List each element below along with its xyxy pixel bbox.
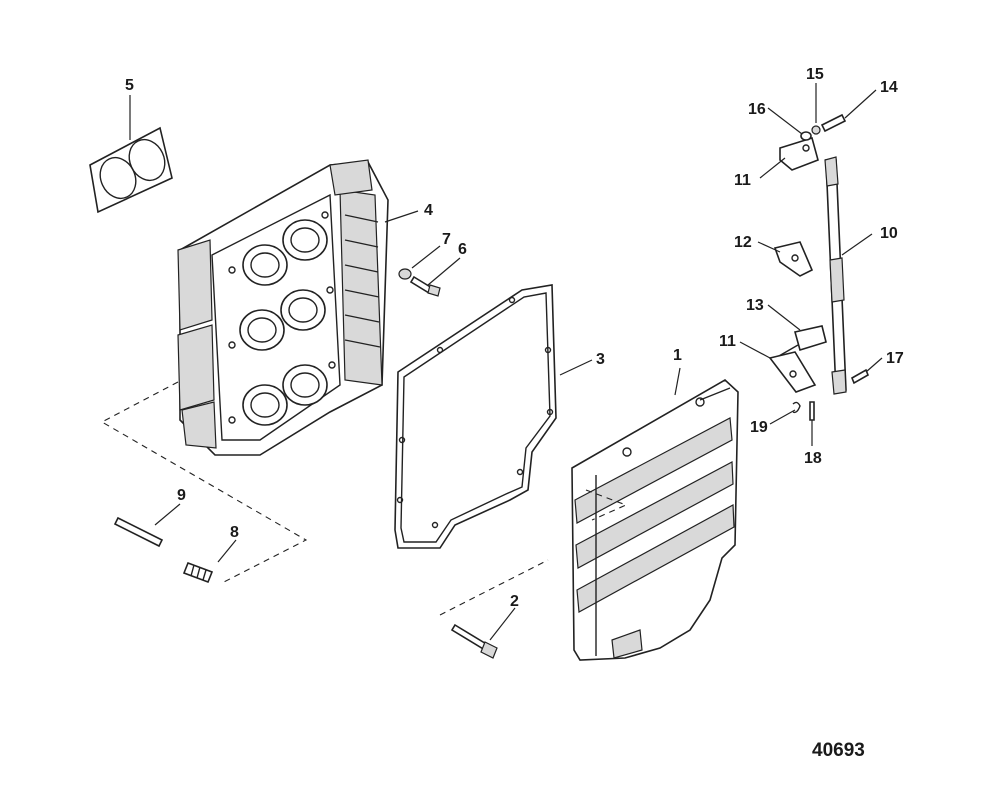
callout-label-11-upper: 11: [734, 172, 751, 189]
callout-label-13: 13: [746, 297, 764, 314]
pin-part-18: [809, 401, 815, 421]
leader-lines: [129, 83, 883, 641]
callout-label-17: 17: [886, 350, 904, 367]
bolt-part-2: [450, 623, 498, 659]
washer-part-16: [800, 131, 812, 141]
callout-label-5: 5: [125, 77, 134, 94]
screw-part-6: [409, 275, 441, 297]
cover-part-1: [571, 379, 739, 661]
alignment-line-bolt: [439, 559, 549, 616]
fitting-part-8: [182, 561, 214, 584]
callout-label-14: 14: [880, 79, 898, 96]
gasket-part-3: [394, 284, 557, 549]
bracket-part-11-upper: [779, 136, 819, 171]
callout-label-2: 2: [510, 593, 519, 610]
washer-part-7: [398, 268, 412, 280]
callout-label-11-lower: 11: [719, 333, 736, 350]
linkage-rod-part-10: [824, 156, 847, 395]
bracket-part-11-lower: [768, 351, 817, 393]
callout-label-1: 1: [673, 347, 682, 364]
clip-part-19: [792, 401, 801, 414]
figure-number: 40693: [812, 740, 865, 761]
callout-labels: 1 2 3 4 5 6 7 8 9 10 11 11 12 13 14 15 1…: [125, 66, 904, 610]
pin-part-9: [113, 516, 164, 548]
callout-label-3: 3: [596, 351, 605, 368]
callout-label-8: 8: [230, 524, 239, 541]
gasket-part-5: [89, 126, 173, 214]
callout-label-9: 9: [177, 487, 186, 504]
callout-label-6: 6: [458, 241, 467, 258]
bracket-part-12: [773, 241, 814, 277]
callout-label-19: 19: [750, 419, 768, 436]
washer-part-15: [811, 125, 821, 135]
housing-part-4: [177, 159, 389, 456]
callout-label-18: 18: [804, 450, 822, 467]
alignment-line-right: [585, 489, 628, 521]
callout-label-15: 15: [806, 66, 824, 83]
screw-part-17: [850, 368, 870, 385]
callout-label-12: 12: [734, 234, 752, 251]
alignment-line-left: [100, 381, 308, 584]
callout-label-16: 16: [748, 101, 766, 118]
callout-label-10: 10: [880, 225, 898, 242]
callout-label-7: 7: [442, 231, 451, 248]
callout-label-4: 4: [424, 202, 433, 219]
screw-part-14: [820, 113, 847, 133]
